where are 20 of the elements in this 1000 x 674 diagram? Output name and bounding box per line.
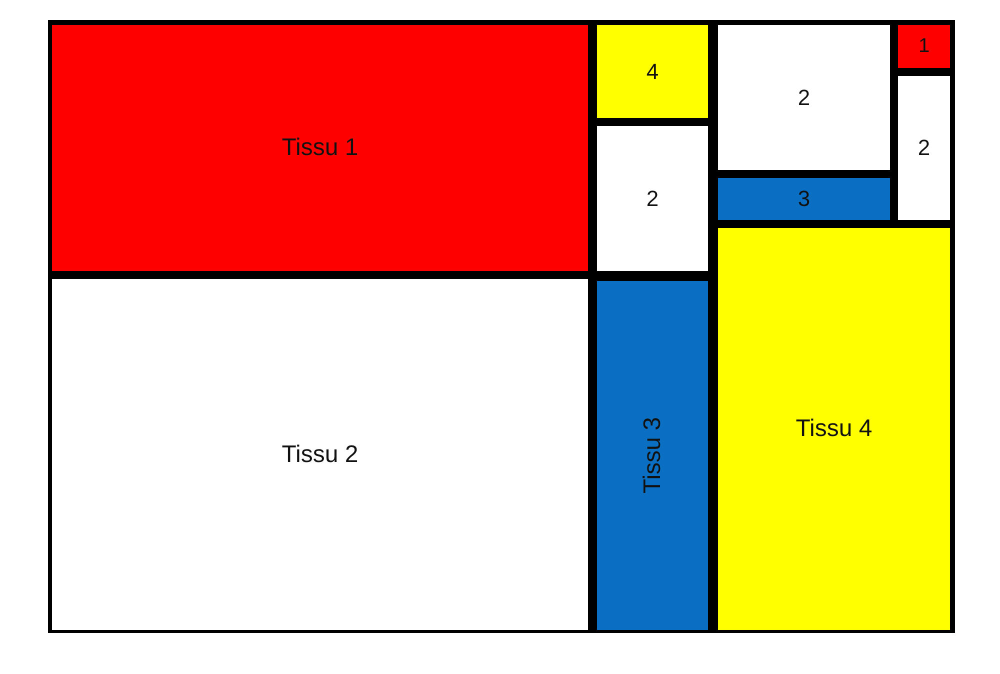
piece-label: Tissu 4	[796, 415, 872, 443]
piece-label: 2	[798, 84, 810, 110]
piece-label: Tissu 2	[282, 440, 358, 468]
fabric-piece	[898, 76, 950, 220]
piece-label: 4	[646, 58, 659, 84]
piece-label: 1	[918, 35, 930, 58]
fabric-piece	[718, 178, 890, 220]
fabric-piece	[52, 25, 588, 271]
fabric-piece	[718, 25, 890, 170]
piece-label: 2	[646, 186, 659, 212]
fabric-piece	[597, 126, 708, 271]
fabric-piece	[718, 228, 950, 630]
fabric-piece	[52, 279, 588, 630]
fabric-piece	[898, 25, 950, 68]
piece-label: 3	[798, 186, 810, 212]
piece-label: 2	[918, 135, 930, 161]
piece-label: Tissu 3	[638, 417, 666, 494]
piece-label: Tissu 1	[282, 134, 358, 162]
fabric-piece	[597, 25, 708, 118]
fabric-piece	[597, 281, 708, 630]
